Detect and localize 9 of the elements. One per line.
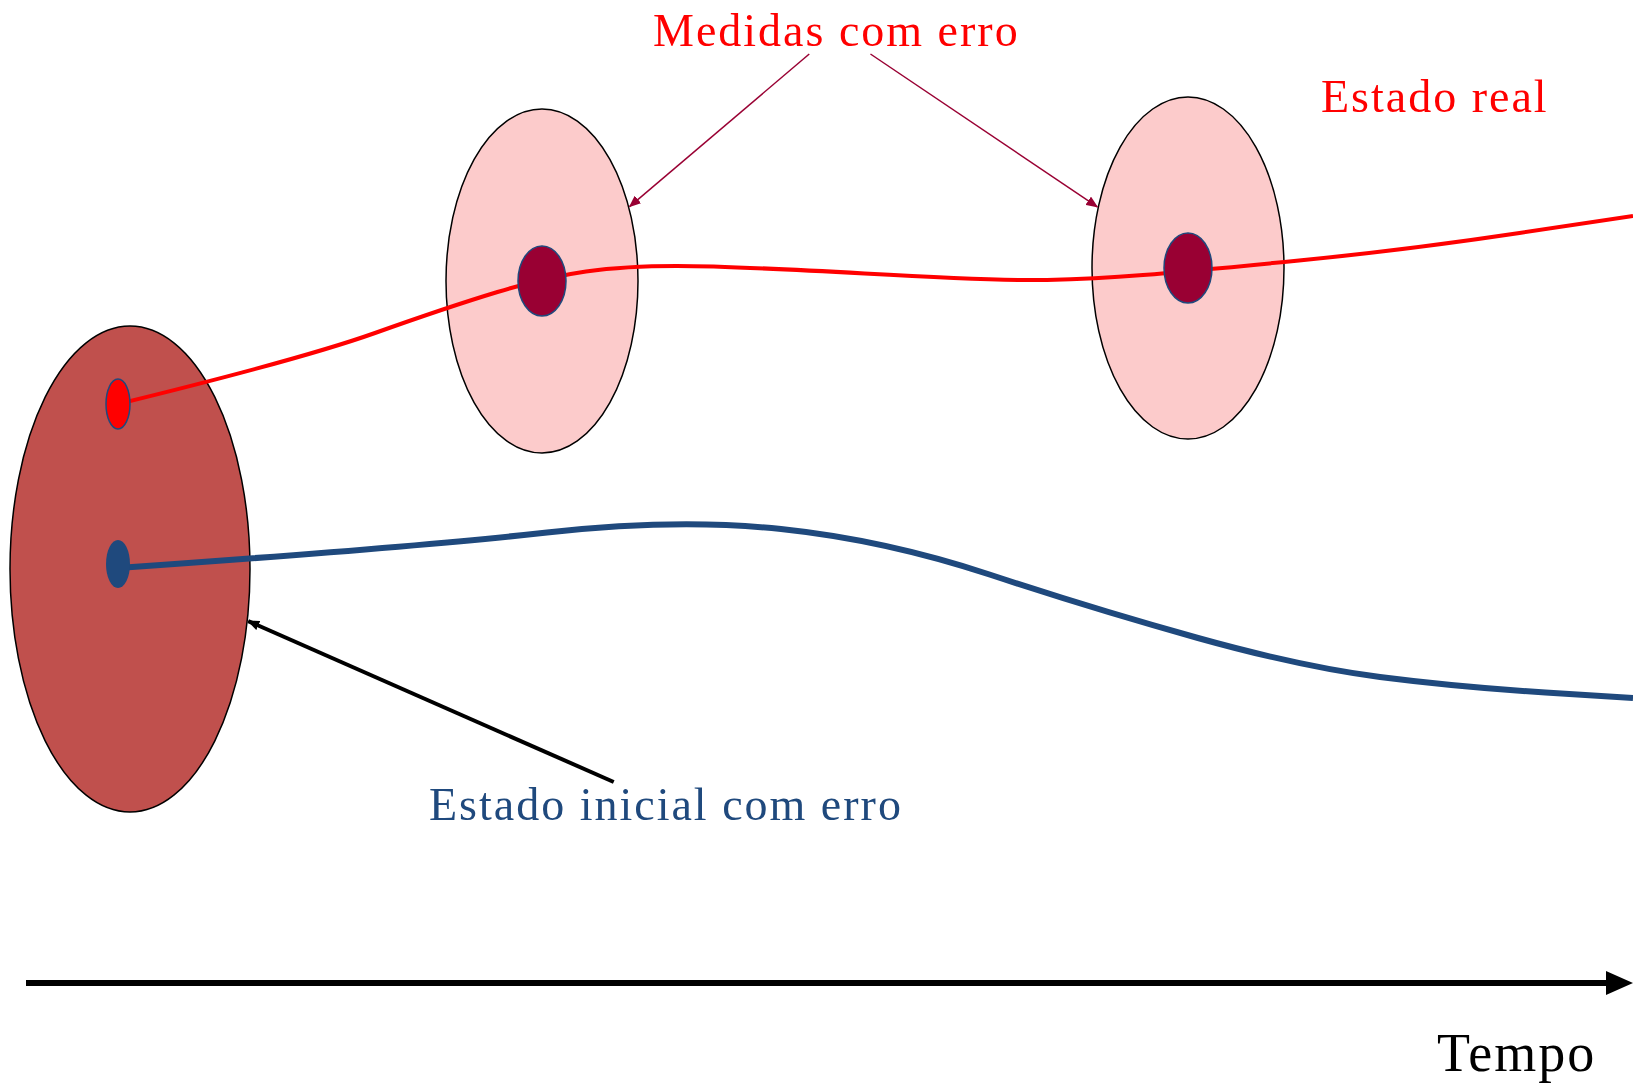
- callout-text: Medidas com erro: [653, 8, 1020, 54]
- leader-arrow: [869, 53, 1099, 208]
- leader-arrow: [628, 53, 810, 208]
- leader-arrow: [247, 619, 615, 784]
- uncertainty-ellipse: [9, 325, 251, 813]
- uncertainty-ellipse: [445, 108, 639, 454]
- curve-label: Estado real: [1321, 74, 1549, 120]
- callout-text: Estado inicial com erro: [429, 782, 903, 828]
- uncertainty-ellipse: [1091, 96, 1285, 440]
